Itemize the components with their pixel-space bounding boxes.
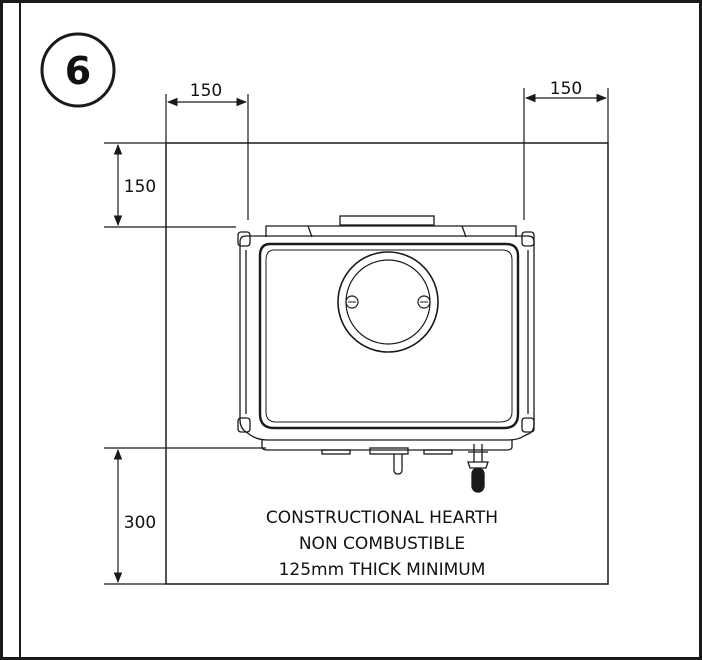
air-control-handle: [393, 454, 403, 475]
stove-top-rear-detail-a: [307, 225, 313, 238]
dimension-right-side: 150: [523, 79, 609, 220]
stove-rear-collar: [339, 215, 435, 226]
stove-lug-top-right: [521, 231, 535, 247]
hearth-caption: CONSTRUCTIONAL HEARTH NON COMBUSTIBLE 12…: [266, 508, 498, 580]
stove-front-latch: [369, 447, 409, 455]
flue-bolt-left: [345, 295, 359, 309]
door-handle: [467, 444, 489, 469]
stove-top-rear-edge: [265, 225, 517, 237]
stove-front-apron: [261, 440, 513, 451]
stove-front-vent-b: [423, 449, 453, 455]
dim-rear-label: 150: [124, 177, 156, 197]
flue-bolt-right: [417, 295, 431, 309]
stove-lug-bottom-left: [237, 417, 251, 433]
stove-top-plate-inner: [265, 249, 513, 423]
dim-left-label: 150: [190, 81, 222, 101]
dim-front-label: 300: [124, 513, 156, 533]
hearth-caption-line2: NON COMBUSTIBLE: [299, 534, 465, 554]
stove-front-vent-a: [321, 449, 351, 455]
dimension-left-side: 150: [165, 81, 249, 220]
dimension-rear: 150: [104, 142, 236, 228]
dimension-front: 300: [104, 447, 266, 585]
stove-plan: [237, 215, 535, 493]
door-handle-grip: [471, 467, 485, 493]
flue-outlet-outer: [337, 251, 439, 353]
step-badge-circle: [40, 32, 116, 108]
stove-top-rear-detail-b: [461, 225, 467, 238]
step-badge: 6: [40, 32, 116, 108]
hearth-outline: [165, 142, 609, 585]
hearth-caption-line1: CONSTRUCTIONAL HEARTH: [266, 508, 498, 528]
stove-top-plate: [258, 242, 520, 430]
stove-lug-bottom-right: [521, 417, 535, 433]
dim-right-label: 150: [550, 79, 582, 99]
stove-lug-top-left: [237, 231, 251, 247]
step-number: 6: [65, 49, 91, 93]
hearth-caption-line3: 125mm THICK MINIMUM: [279, 560, 486, 580]
stove-body-outer: [239, 235, 535, 441]
flue-outlet-inner: [345, 259, 431, 345]
